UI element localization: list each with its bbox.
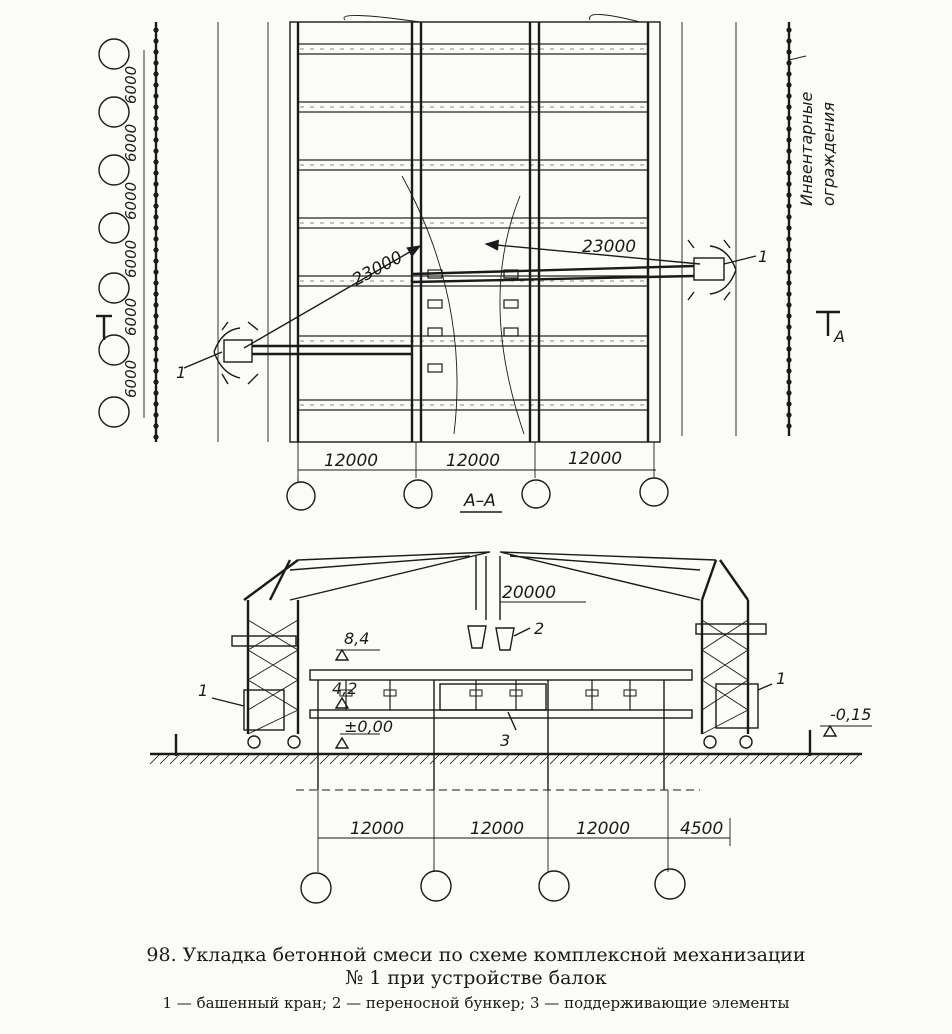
dim-12000: 12000 (568, 449, 622, 469)
level-top: 8,4 (344, 629, 369, 648)
level-ground: -0,15 (830, 705, 871, 724)
section-view: 3 1 (149, 551, 872, 904)
section-mark-right: A (816, 310, 845, 346)
reach-arc (401, 175, 458, 435)
level-zero: ±0,00 (344, 717, 393, 736)
tower-crane-right-elevation: 1 (499, 551, 786, 749)
formwork (439, 683, 547, 711)
caption-line-2: № 1 при устройстве балок (345, 967, 607, 989)
section-title: А–А (463, 491, 496, 511)
dim-6000: 6000 (122, 298, 140, 336)
caption-line-1: 98. Укладка бетонной смеси по схеме комп… (146, 944, 806, 966)
fence-label: ограждения (819, 102, 838, 206)
dim-12000: 12000 (470, 819, 524, 839)
construction-drawing: 6000 6000 6000 6000 6000 6000 12000 1200… (96, 14, 872, 904)
building-section: 3 (309, 669, 693, 790)
section-letter: A (833, 327, 845, 346)
reach-arc (499, 195, 525, 435)
building-frame (289, 21, 661, 443)
crane-reach-right: 23000 (582, 237, 636, 257)
crane-marker: 1 (758, 247, 768, 266)
bunker-marker: 2 (534, 619, 544, 638)
dim-12000: 12000 (324, 451, 378, 471)
crane-marker: 1 (776, 669, 786, 688)
left-fence (153, 22, 159, 442)
crane-marker: 1 (198, 681, 208, 700)
dim-6000: 6000 (122, 124, 140, 162)
crane-marker: 1 (176, 363, 186, 382)
fence-label: Инвентарные (797, 91, 816, 206)
dim-6000: 6000 (122, 240, 140, 278)
bunker-markers (427, 269, 519, 373)
vertical-dimension-chain: 6000 6000 6000 6000 6000 6000 (122, 50, 145, 418)
tower-crane-left-elevation: 1 (198, 551, 491, 749)
tower-crane-right: 1 (411, 239, 768, 301)
figure-legend: 1 — башенный кран; 2 — переносной бункер… (162, 994, 790, 1012)
level-marks: 8,4 4,2 ±0,00 -0,15 (332, 629, 872, 749)
axis-markers-horizontal (286, 477, 669, 511)
support-marker: 3 (500, 731, 510, 750)
level-mid: 4,2 (332, 679, 357, 698)
dim-4500: 4500 (680, 819, 723, 839)
axis-markers-vertical (98, 38, 130, 428)
figure-caption: 98. Укладка бетонной смеси по схеме комп… (0, 944, 952, 990)
dim-12000: 12000 (350, 819, 404, 839)
dim-12000: 12000 (576, 819, 630, 839)
dim-6000: 6000 (122, 360, 140, 398)
section-dimension-chain: 12000 12000 12000 4500 (300, 790, 731, 904)
tower-crane-left: 1 (176, 245, 422, 385)
right-fence (786, 22, 792, 436)
section-mark-left (96, 314, 112, 340)
dim-12000: 12000 (446, 451, 500, 471)
portable-bunker: 2 (467, 619, 544, 651)
boom-reach: 20000 (502, 583, 556, 603)
dim-6000: 6000 (122, 182, 140, 220)
crane-reach-left: 23000 (349, 247, 406, 290)
break-line (300, 14, 641, 23)
horizontal-dimension-chain: 12000 12000 12000 (297, 442, 656, 482)
plan-view: 6000 6000 6000 6000 6000 6000 12000 1200… (96, 14, 845, 513)
dim-6000: 6000 (122, 66, 140, 104)
